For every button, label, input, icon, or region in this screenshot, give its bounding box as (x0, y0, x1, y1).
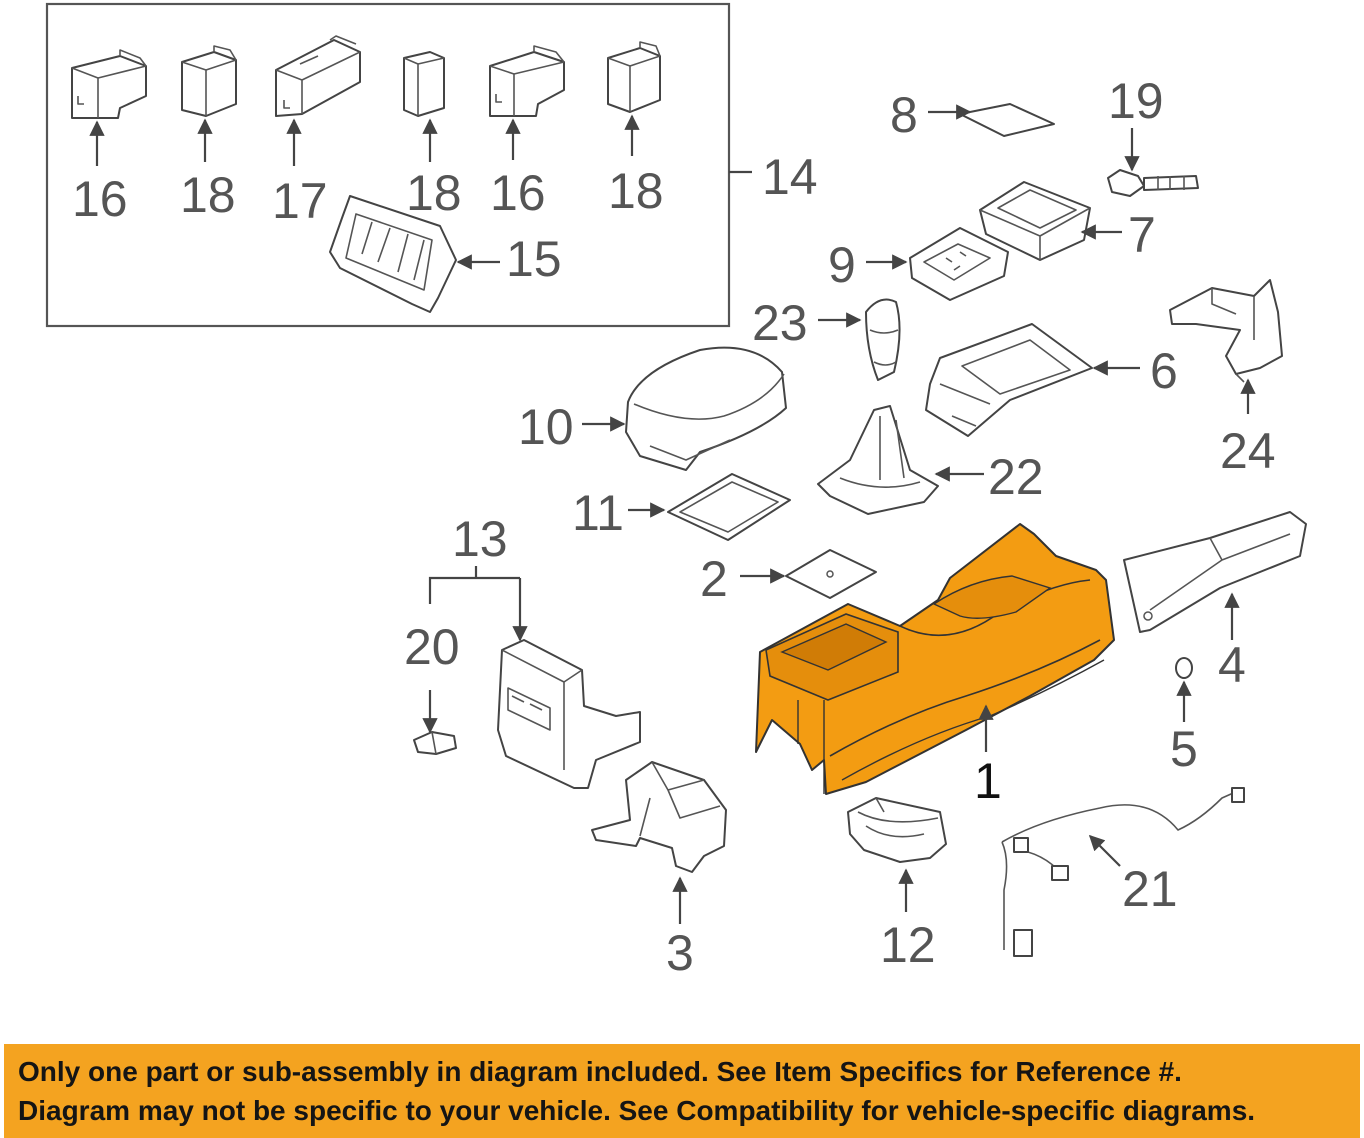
switch-bezel-15 (329, 195, 457, 313)
console-assembly-1 (755, 523, 1115, 795)
notice-line-2: Diagram may not be specific to your vehi… (18, 1095, 1256, 1126)
console-bracket-6 (925, 323, 1093, 437)
shift-knob-23 (865, 298, 901, 381)
callout-13: 13 (452, 511, 508, 567)
callout-17: 17 (272, 173, 328, 229)
switch-part-16a (71, 49, 147, 119)
switch-part-16b (489, 45, 565, 117)
side-trim-4 (1123, 511, 1307, 633)
callout-11: 11 (572, 485, 624, 541)
callout-14: 14 (762, 149, 818, 205)
switch-part-18b (403, 51, 445, 117)
callout-24: 24 (1220, 423, 1276, 479)
callout-22: 22 (988, 449, 1044, 505)
parts-diagram: 1 2 3 4 5 6 7 8 9 10 11 12 13 14 15 16 1… (45, 2, 1307, 981)
tray-part-7 (979, 181, 1091, 261)
switch-part-18c (607, 41, 661, 113)
callout-5: 5 (1170, 721, 1198, 777)
pad-part-8 (959, 103, 1055, 137)
callout-15: 15 (506, 231, 562, 287)
shift-boot-22 (817, 405, 939, 515)
pad-part-2 (785, 549, 877, 599)
callout-18-left: 18 (180, 167, 236, 223)
armrest-lid-10 (625, 346, 787, 471)
rear-panel-13 (497, 639, 641, 789)
shift-indicator-9 (909, 227, 1009, 301)
mat-part-11 (667, 473, 791, 541)
cup-holder-12 (847, 797, 947, 863)
clip-part-5 (1175, 657, 1193, 679)
callout-20: 20 (404, 619, 460, 675)
callout-4: 4 (1218, 637, 1246, 693)
switch-group-frame (45, 2, 731, 328)
callout-3: 3 (666, 925, 694, 981)
callout-8: 8 (890, 87, 918, 143)
callout-16-right: 16 (490, 165, 546, 221)
callout-18-middle: 18 (406, 165, 462, 221)
callout-19: 19 (1108, 73, 1164, 129)
brake-lever-24 (1169, 279, 1283, 383)
wire-harness-21 (1001, 787, 1245, 957)
callout-7: 7 (1128, 207, 1156, 263)
notice-line-1: Only one part or sub-assembly in diagram… (18, 1056, 1182, 1087)
callout-1: 1 (974, 753, 1002, 809)
callout-2: 2 (700, 551, 728, 607)
callout-16-left: 16 (72, 171, 128, 227)
callout-10: 10 (518, 399, 574, 455)
callout-18-right: 18 (608, 163, 664, 219)
callout-6: 6 (1150, 343, 1178, 399)
switch-part-18a (181, 45, 237, 117)
bulb-socket-19 (1107, 169, 1199, 197)
notice-banner: Only one part or sub-assembly in diagram… (4, 1044, 1360, 1138)
callout-9: 9 (828, 237, 856, 293)
callout-23: 23 (752, 295, 808, 351)
switch-part-17 (275, 35, 361, 117)
lower-bracket-3 (591, 761, 727, 873)
callout-21: 21 (1122, 861, 1178, 917)
socket-part-20 (413, 731, 457, 755)
callout-12: 12 (880, 917, 936, 973)
